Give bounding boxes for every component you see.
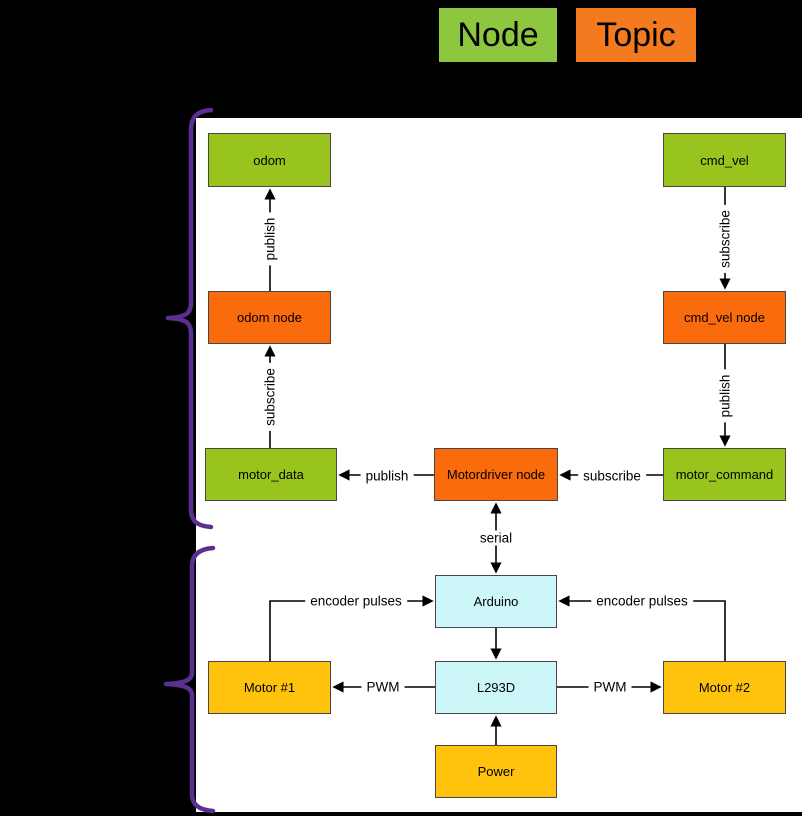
node-cmd-vel: cmd_vel node <box>663 291 786 344</box>
hw-motor-2: Motor #2 <box>663 661 786 714</box>
edge-label-publish-odom: publish <box>262 212 278 266</box>
topic-cmd-vel: cmd_vel <box>663 133 786 187</box>
edge-label-serial: serial <box>474 530 518 546</box>
edge-label-subscribe-cmd-vel: subscribe <box>717 205 733 273</box>
edge-label-subscribe-motor-data: subscribe <box>262 363 278 431</box>
edge-label-pwm-right: PWM <box>588 679 632 695</box>
edge-label-publish-motor-command: publish <box>717 369 733 423</box>
legend-node-label: Node <box>457 15 539 54</box>
topic-motor-command: motor_command <box>663 448 786 501</box>
hw-motor-1: Motor #1 <box>208 661 331 714</box>
legend-topic-swatch: Topic <box>576 8 696 62</box>
legend-topic-label: Topic <box>596 15 676 54</box>
topic-motor-data: motor_data <box>205 448 337 501</box>
node-odom: odom node <box>208 291 331 344</box>
node-motordriver: Motordriver node <box>434 448 558 501</box>
edge-label-pwm-left: PWM <box>361 679 405 695</box>
edge-label-publish-motordriver: publish <box>360 468 414 484</box>
edge-label-encoder-pulses-right: encoder pulses <box>591 593 693 609</box>
topic-odom: odom <box>208 133 331 187</box>
edge-label-encoder-pulses-left: encoder pulses <box>305 593 407 609</box>
legend-node-swatch: Node <box>439 8 557 62</box>
hw-arduino: Arduino <box>435 575 557 628</box>
hw-l293d: L293D <box>435 661 557 714</box>
edge-label-subscribe-motordriver: subscribe <box>578 468 646 484</box>
hw-power: Power <box>435 745 557 798</box>
